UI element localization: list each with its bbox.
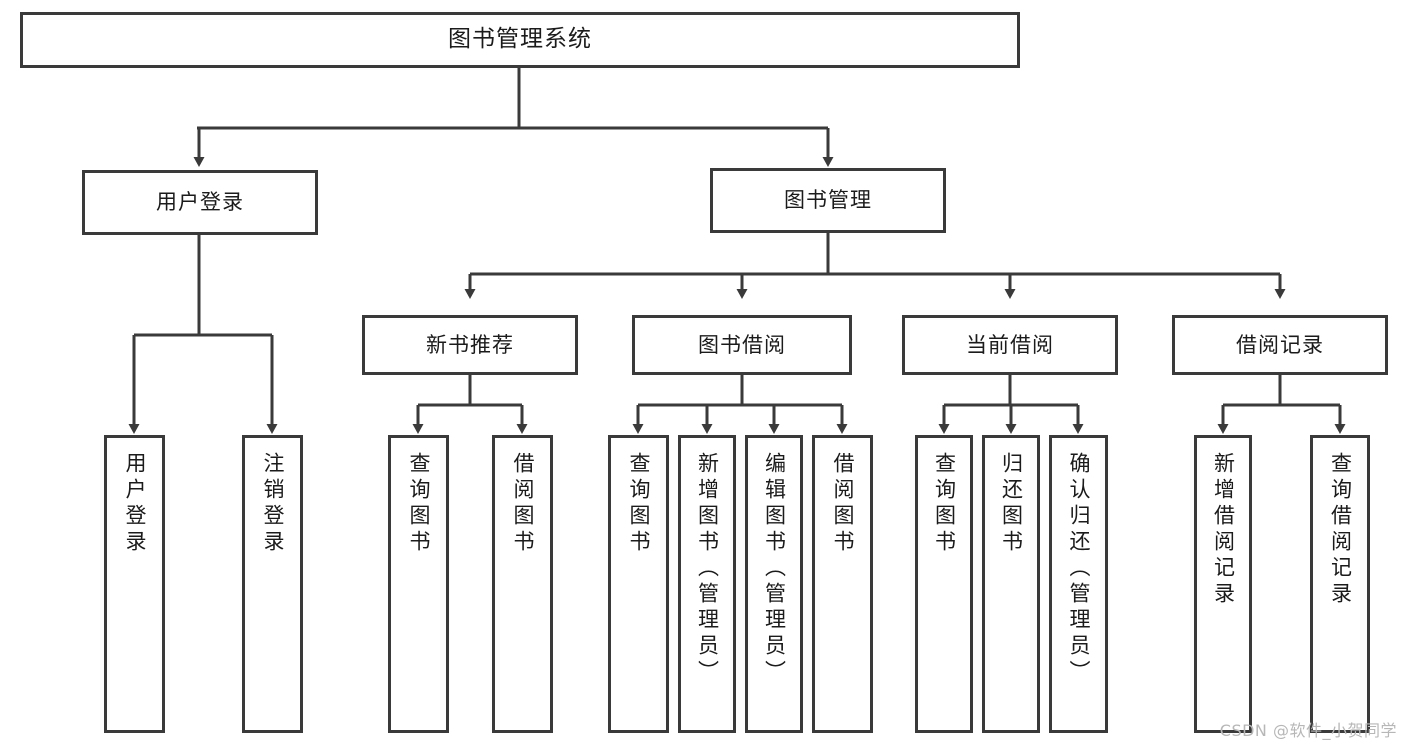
- node-label: 借阅图书: [831, 452, 855, 556]
- node-root-system[interactable]: 图书管理系统: [20, 12, 1020, 68]
- node-label: 注销登录: [261, 452, 285, 556]
- leaf-record-query-record[interactable]: 查询借阅记录: [1310, 435, 1370, 733]
- leaf-current-return-book[interactable]: 归还图书: [982, 435, 1040, 733]
- node-new-book-recommend[interactable]: 新书推荐: [362, 315, 578, 375]
- leaf-current-query-book[interactable]: 查询图书: [915, 435, 973, 733]
- node-label: 新书推荐: [426, 332, 514, 357]
- leaf-record-add-record[interactable]: 新增借阅记录: [1194, 435, 1252, 733]
- node-label: 查询图书: [627, 452, 651, 556]
- node-label: 当前借阅: [966, 332, 1054, 357]
- node-book-management[interactable]: 图书管理: [710, 168, 946, 233]
- node-label: 查询借阅记录: [1328, 452, 1353, 608]
- node-user-login[interactable]: 用户登录: [82, 170, 318, 235]
- leaf-borrow-query-book[interactable]: 查询图书: [608, 435, 669, 733]
- leaf-borrow-borrow-book[interactable]: 借阅图书: [812, 435, 873, 733]
- leaf-new-book-borrow[interactable]: 借阅图书: [492, 435, 553, 733]
- node-label: 查询图书: [932, 452, 957, 556]
- node-label: 新增借阅记录: [1211, 452, 1236, 608]
- node-label: 借阅记录: [1236, 332, 1324, 357]
- node-label: 归还图书: [999, 452, 1024, 556]
- leaf-user-login-logout[interactable]: 注销登录: [242, 435, 303, 733]
- node-label: 确认归还（管理员）: [1067, 452, 1091, 686]
- node-label: 借阅图书: [511, 452, 535, 556]
- leaf-current-confirm-return[interactable]: 确认归还（管理员）: [1049, 435, 1108, 733]
- node-current-borrow[interactable]: 当前借阅: [902, 315, 1118, 375]
- node-label: 查询图书: [407, 452, 431, 556]
- node-label: 图书借阅: [698, 332, 786, 357]
- node-label: 用户登录: [123, 452, 147, 556]
- node-label: 新增图书（管理员）: [695, 452, 720, 686]
- leaf-new-book-query[interactable]: 查询图书: [388, 435, 449, 733]
- leaf-borrow-edit-book[interactable]: 编辑图书（管理员）: [745, 435, 803, 733]
- node-label: 图书管理系统: [448, 26, 592, 53]
- csdn-watermark: CSDN @软件_小贺同学: [1219, 721, 1397, 740]
- leaf-user-login-login[interactable]: 用户登录: [104, 435, 165, 733]
- node-label: 用户登录: [156, 190, 244, 215]
- leaf-borrow-add-book[interactable]: 新增图书（管理员）: [678, 435, 736, 733]
- node-borrow-record[interactable]: 借阅记录: [1172, 315, 1388, 375]
- node-book-borrow[interactable]: 图书借阅: [632, 315, 852, 375]
- node-label: 编辑图书（管理员）: [762, 452, 787, 686]
- node-label: 图书管理: [784, 188, 872, 213]
